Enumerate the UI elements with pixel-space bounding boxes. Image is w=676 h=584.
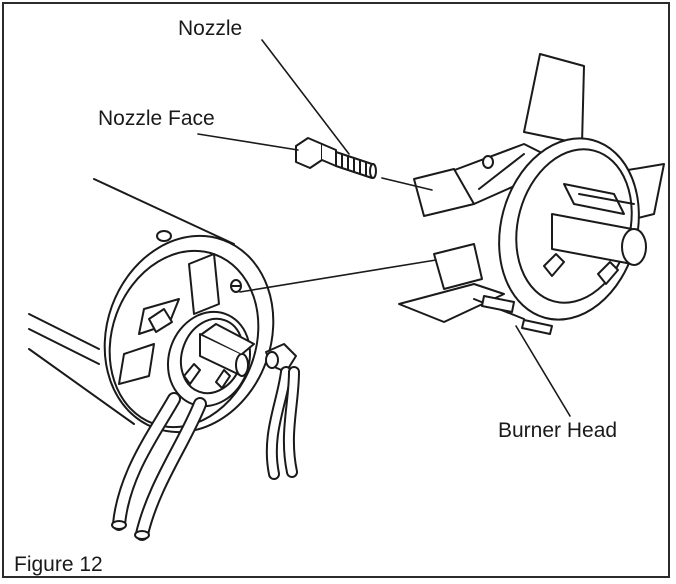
leader-lines [197, 39, 571, 417]
nozzle-to-head-leader [381, 177, 433, 191]
fuel-lines [111, 392, 207, 541]
figure-frame: Nozzle Nozzle Face Burner Head Figure 12 [2, 2, 670, 578]
nozzle-leader [261, 39, 350, 155]
nozzle-part [295, 137, 377, 179]
assembly-alignment-leader [239, 259, 437, 293]
nozzle-face-label: Nozzle Face [98, 107, 215, 130]
burner-head-label: Burner Head [498, 419, 618, 442]
nozzle-face-leader [197, 133, 299, 151]
burner-assembly-illustration [28, 39, 665, 541]
burner-head-leader [515, 325, 571, 417]
nozzle-label: Nozzle [178, 17, 243, 40]
ignition-lead [265, 343, 300, 480]
figure-caption: Figure 12 [14, 553, 103, 576]
burner-head [398, 53, 665, 335]
burner-tube [28, 178, 275, 434]
